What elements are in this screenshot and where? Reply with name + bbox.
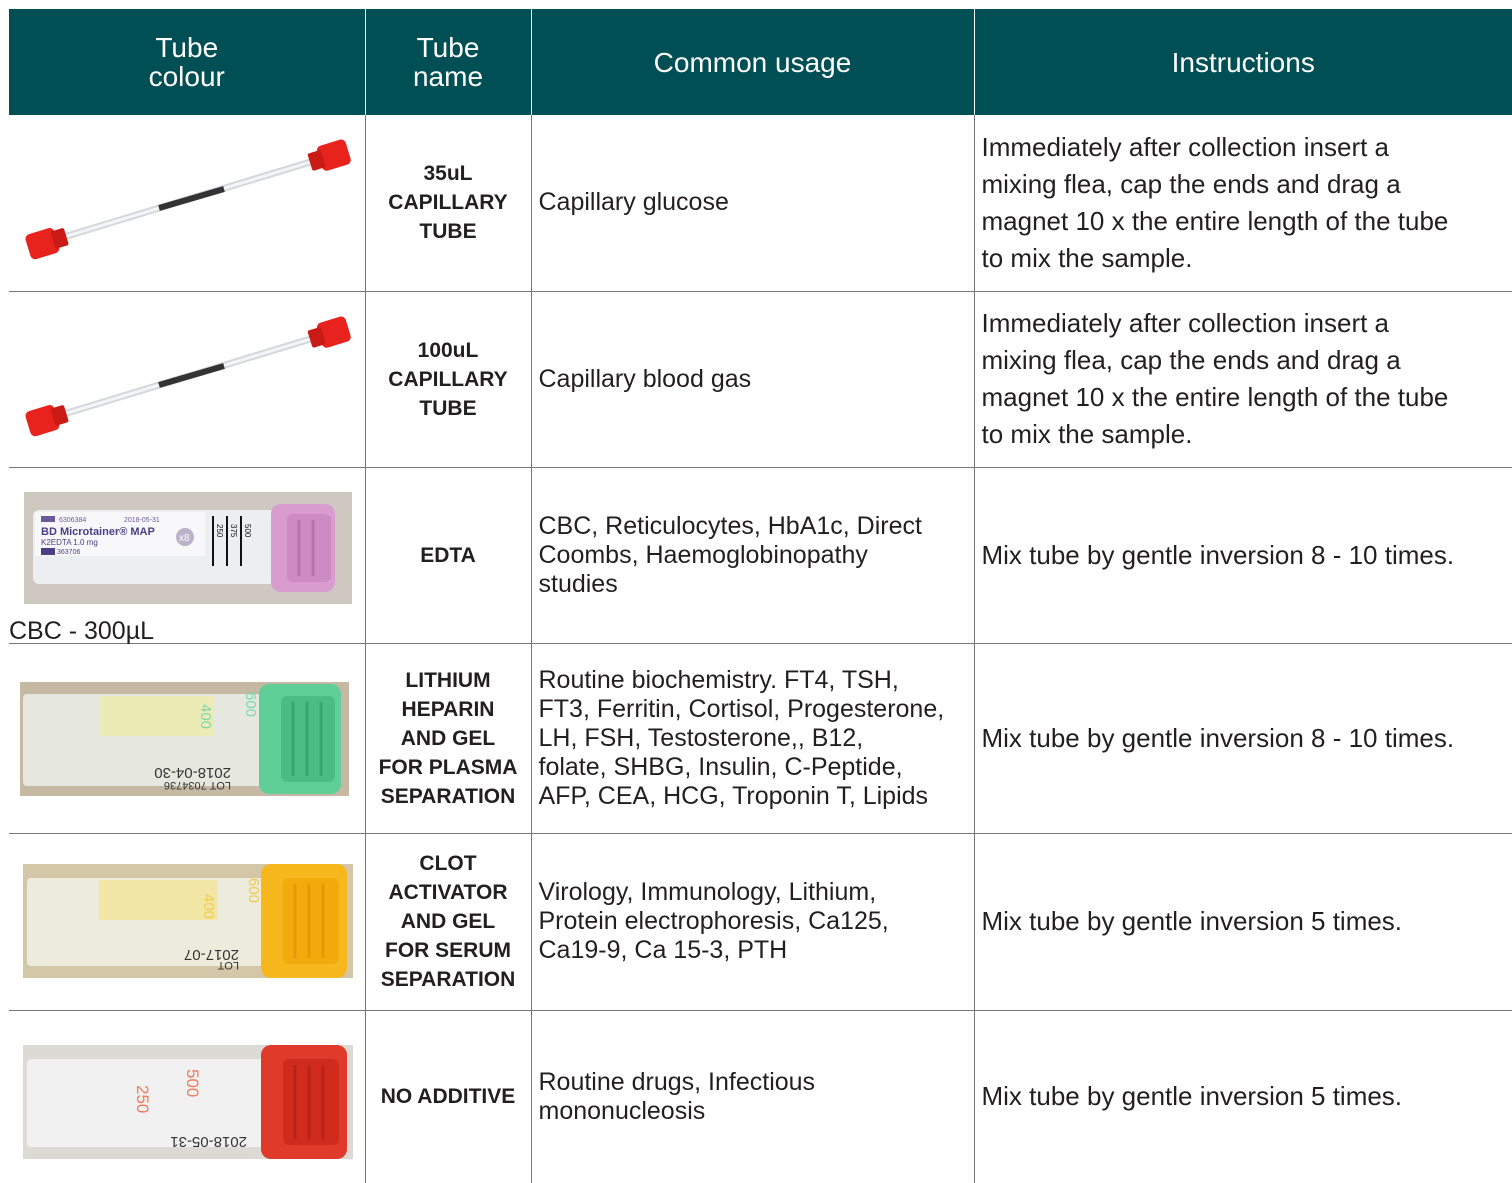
usage-cell: Routine drugs, Infectious mononucleosis bbox=[530, 1009, 974, 1183]
tube-mark-text: 600 bbox=[242, 692, 259, 717]
usage-cell: Routine biochemistry. FT4, TSH, FT3, Fer… bbox=[530, 642, 974, 833]
instructions-cell: Immediately after collection insert a mi… bbox=[973, 290, 1512, 467]
header-common-usage: Common usage bbox=[530, 9, 974, 115]
table-row: 250 500 2018-05-31 NO ADDITIVE Routine d… bbox=[9, 1009, 1512, 1183]
instructions-cell: Mix tube by gentle inversion 5 times. bbox=[973, 1009, 1512, 1183]
usage-cell: Virology, Immunology, Lithium, Protein e… bbox=[530, 832, 974, 1010]
usage-cell: Capillary glucose bbox=[530, 115, 974, 291]
table-row: 400 600 2017-07 LOT CLOT ACTIVATOR AND G… bbox=[9, 832, 1512, 1010]
tube-name-cell: NO ADDITIVE bbox=[364, 1009, 531, 1183]
tube-name-cell: CLOT ACTIVATOR AND GEL FOR SERUM SEPARAT… bbox=[364, 832, 531, 1010]
tube-colour-cell bbox=[9, 290, 365, 467]
tube-colour-cell: 250 500 2018-05-31 bbox=[9, 1009, 365, 1183]
instructions-cell: Mix tube by gentle inversion 8 - 10 time… bbox=[973, 642, 1512, 833]
green-tube-icon: 400 600 2018-04-30 LOT 7034736 bbox=[20, 681, 349, 796]
capillary-tube-icon bbox=[25, 316, 351, 436]
tube-date-text: 2018-05-31 bbox=[170, 1133, 247, 1150]
tube-lot-text: 6306384 bbox=[59, 517, 86, 524]
header-row: Tube colour Tube name Common usage Instr… bbox=[9, 9, 1512, 115]
tube-date-text: 2017-07 bbox=[184, 946, 239, 963]
instructions-cell: Mix tube by gentle inversion 8 - 10 time… bbox=[973, 466, 1512, 643]
tube-mark-text: 400 bbox=[197, 704, 214, 729]
tube-name-cell: LITHIUM HEPARIN AND GEL FOR PLASMA SEPAR… bbox=[364, 642, 531, 833]
table-row: 6306384 2018-05-31 BD Microtainer® MAP K… bbox=[9, 466, 1512, 645]
header-tube-name: Tube name bbox=[364, 9, 531, 115]
tube-colour-cell: 6306384 2018-05-31 BD Microtainer® MAP K… bbox=[9, 466, 365, 645]
tube-additive-text: K2EDTA 1.0 mg bbox=[41, 538, 98, 547]
tube-colour-cell bbox=[9, 115, 365, 291]
tube-colour-cell: 400 600 2018-04-30 LOT 7034736 bbox=[9, 642, 365, 833]
tube-mark-text: 250 bbox=[133, 1085, 152, 1113]
header-tube-colour: Tube colour bbox=[9, 9, 365, 115]
tube-date-text: 2018-04-30 bbox=[154, 764, 231, 781]
table-row: 35uL CAPILLARY TUBE Capillary glucose Im… bbox=[9, 115, 1512, 291]
tube-name-cell: 100uL CAPILLARY TUBE bbox=[364, 290, 531, 467]
tube-date-text: 2018-05-31 bbox=[124, 517, 160, 524]
tube-mark-text: 500 bbox=[183, 1069, 202, 1097]
tube-mark-text: 400 bbox=[200, 894, 217, 919]
usage-cell: CBC, Reticulocytes, HbA1c, Direct Coombs… bbox=[530, 466, 974, 643]
instructions-cell: Mix tube by gentle inversion 5 times. bbox=[973, 832, 1512, 1010]
tube-brand-text: BD Microtainer® MAP bbox=[41, 526, 155, 538]
tube-name-cell: EDTA bbox=[364, 466, 531, 643]
header-instructions: Instructions bbox=[973, 9, 1512, 115]
usage-cell: Capillary blood gas bbox=[530, 290, 974, 467]
tube-lot-text: LOT 7034736 bbox=[164, 779, 231, 791]
tube-mark-text: 500 bbox=[243, 524, 252, 538]
tube-colour-cell: 400 600 2017-07 LOT bbox=[9, 832, 365, 1010]
table-row: 400 600 2018-04-30 LOT 7034736 LITHIUM H… bbox=[9, 642, 1512, 833]
capillary-tube-icon bbox=[25, 139, 351, 260]
tube-caption: CBC - 300µL bbox=[9, 616, 155, 645]
tube-count-text: x8 bbox=[179, 533, 190, 544]
table-row: 100uL CAPILLARY TUBE Capillary blood gas… bbox=[9, 290, 1512, 467]
tube-mark-text: 375 bbox=[229, 524, 238, 538]
tube-mark-text: 250 bbox=[215, 524, 224, 538]
gold-tube-icon: 400 600 2017-07 LOT bbox=[23, 863, 353, 978]
tube-ref-text: 363706 bbox=[57, 549, 80, 556]
tube-name-cell: 35uL CAPILLARY TUBE bbox=[364, 115, 531, 291]
lavender-tube-icon: 6306384 2018-05-31 BD Microtainer® MAP K… bbox=[24, 491, 352, 604]
blood-tube-table: Tube colour Tube name Common usage Instr… bbox=[9, 9, 1512, 1183]
red-tube-icon: 250 500 2018-05-31 bbox=[23, 1044, 353, 1159]
tube-lot-text: LOT bbox=[217, 959, 239, 971]
instructions-cell: Immediately after collection insert a mi… bbox=[973, 115, 1512, 291]
tube-mark-text: 600 bbox=[245, 878, 262, 903]
